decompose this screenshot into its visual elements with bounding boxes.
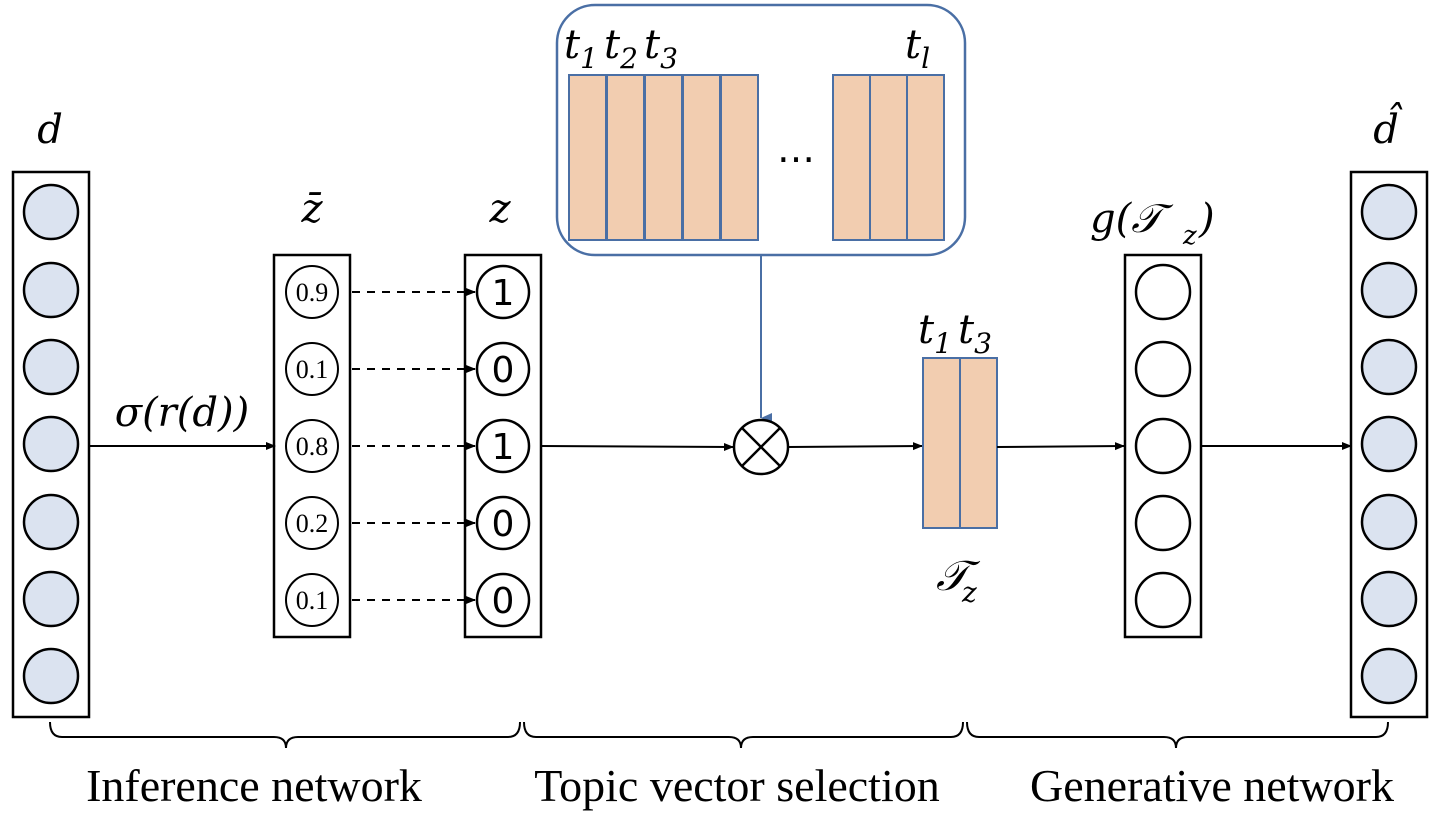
- generator-node-1: [1134, 263, 1192, 321]
- selected-label-t3: t3: [958, 307, 992, 360]
- topic-column-3: [644, 74, 683, 241]
- z-bar-node-2: [285, 342, 339, 396]
- input-node-7: [22, 647, 80, 705]
- output-layer-box: [1349, 170, 1429, 719]
- topic-column-1: [568, 74, 607, 241]
- label-g-T-z-main: g(𝒯: [1090, 196, 1174, 242]
- z-value-3: 1: [492, 427, 515, 468]
- section-label-generative: Generative network: [1030, 760, 1394, 811]
- topic-label-t1: t1: [564, 22, 598, 75]
- arrow-tz-to-generator: [996, 442, 1125, 451]
- z-value-2: 0: [492, 350, 515, 391]
- input-node-4: [22, 415, 80, 473]
- label-sigma-r-d: σ(r(d)): [115, 390, 249, 436]
- output-node-6: [1360, 570, 1418, 628]
- label-z: z: [488, 186, 511, 232]
- generator-node-3: [1134, 417, 1192, 475]
- z-value-4: 0: [492, 504, 515, 545]
- z-node-4: [475, 495, 531, 551]
- input-node-1: [22, 183, 80, 241]
- brace-generative: [966, 721, 1389, 749]
- generator-node-4: [1134, 494, 1192, 552]
- section-label-topic-selection: Topic vector selection: [534, 760, 940, 811]
- z-value-5: 0: [492, 581, 515, 622]
- output-node-3: [1360, 338, 1418, 396]
- label-g-T-z: g(𝒯 z ): [1090, 196, 1215, 251]
- topic-column-5: [720, 74, 759, 241]
- generator-nodes: [1134, 263, 1192, 629]
- topic-label-tl: tl: [905, 22, 930, 75]
- z-nodes: 1 0 1 0 0: [475, 264, 531, 628]
- selected-topic-column-t1: [922, 357, 961, 529]
- z-bar-value-4: 0.2: [296, 509, 329, 538]
- topic-label-t3: t3: [644, 22, 678, 75]
- output-node-2: [1360, 261, 1418, 319]
- input-node-3: [22, 338, 80, 396]
- output-node-1: [1360, 183, 1418, 241]
- z-bar-node-4: [285, 496, 339, 550]
- z-bar-value-2: 0.1: [296, 355, 329, 384]
- topic-columns: [568, 74, 945, 241]
- arrow-multiply-to-tz: [787, 442, 923, 451]
- z-node-1: [475, 264, 531, 320]
- topic-column-7: [869, 74, 908, 241]
- topic-column-2: [606, 74, 645, 241]
- z-node-3: [475, 418, 531, 474]
- section-label-inference: Inference network: [86, 760, 422, 811]
- topic-column-4: [682, 74, 721, 241]
- z-node-2: [475, 341, 531, 397]
- topic-label-t2: t2: [604, 22, 638, 75]
- selected-topic-column-t3: [959, 357, 998, 529]
- arrow-z-to-multiply: [540, 442, 734, 451]
- input-node-2: [22, 261, 80, 319]
- output-nodes: [1360, 183, 1418, 705]
- z-bar-value-5: 0.1: [296, 586, 329, 615]
- z-value-1: 1: [492, 273, 515, 314]
- multiply-node: [732, 418, 790, 476]
- z-bar-node-1: [285, 265, 339, 319]
- input-node-6: [22, 570, 80, 628]
- z-node-5: [475, 572, 531, 628]
- input-layer-box: [11, 170, 91, 719]
- z-bar-node-5: [285, 573, 339, 627]
- label-d: d: [37, 107, 63, 153]
- generator-node-5: [1134, 571, 1192, 629]
- input-nodes: [22, 183, 80, 705]
- topic-column-8: [906, 74, 945, 241]
- label-g-T-z-close: ): [1198, 196, 1215, 242]
- topic-ellipsis: …: [777, 127, 815, 171]
- output-node-4: [1360, 415, 1418, 473]
- topic-column-6: [832, 74, 871, 241]
- z-bar-node-3: [285, 419, 339, 473]
- output-node-7: [1360, 647, 1418, 705]
- label-d-hat: d̂: [1373, 103, 1403, 153]
- selected-label-t1: t1: [918, 307, 952, 360]
- generator-node-2: [1134, 340, 1192, 398]
- brace-topic-selection: [523, 721, 964, 749]
- z-bar-value-1: 0.9: [296, 278, 329, 307]
- z-bar-layer-box: [272, 253, 352, 639]
- label-T-z: 𝒯 z: [936, 551, 981, 609]
- dashed-arrows: [352, 288, 476, 604]
- brace-inference: [49, 721, 521, 749]
- z-bar-nodes: 0.9 0.1 0.8 0.2 0.1: [285, 265, 339, 627]
- label-z-bar: z̄: [300, 186, 323, 232]
- multiply-cross-b: [741, 427, 781, 467]
- label-T-z-sub: z: [961, 576, 977, 609]
- input-node-5: [22, 493, 80, 551]
- z-bar-value-3: 0.8: [296, 432, 329, 461]
- label-g-T-z-sub: z: [1182, 221, 1197, 251]
- output-node-5: [1360, 493, 1418, 551]
